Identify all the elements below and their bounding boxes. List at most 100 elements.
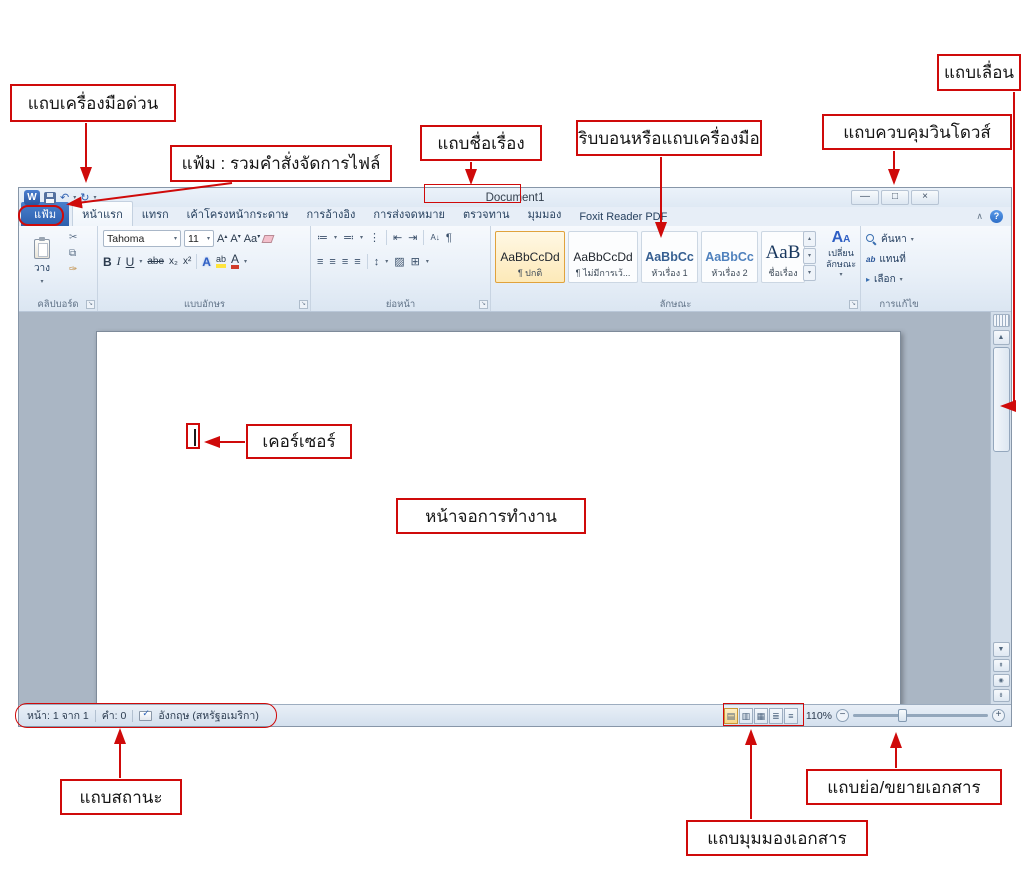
strikethrough-button[interactable]: abe <box>147 256 165 267</box>
borders-icon[interactable]: ⊞ <box>410 256 420 268</box>
draft-view-icon[interactable]: ≡ <box>783 707 798 724</box>
underline-dropdown-icon[interactable]: ▾ <box>139 259 143 265</box>
text-effects-button[interactable]: A <box>202 254 211 269</box>
clipboard-dialog-launcher-icon[interactable]: ↘ <box>86 300 95 309</box>
multilevel-list-icon[interactable]: ⋮ <box>369 232 381 244</box>
align-left-icon[interactable]: ≡ <box>317 255 324 268</box>
styles-more-icon[interactable]: ▾ <box>803 265 816 281</box>
italic-button[interactable]: I <box>116 254 121 268</box>
word-count[interactable]: คำ: 0 <box>101 710 127 722</box>
justify-icon[interactable]: ≡ <box>354 255 361 268</box>
font-dialog-launcher-icon[interactable]: ↘ <box>299 300 308 309</box>
page-count[interactable]: หน้า: 1 จาก 1 <box>27 710 89 722</box>
font-family-combobox[interactable]: Tahoma ▾ <box>103 230 181 247</box>
pilcrow-icon[interactable]: ¶ <box>445 231 452 244</box>
vertical-scrollbar[interactable]: ▲ ▼ ⇞ ◉ ⇟ <box>990 312 1011 706</box>
word-logo-icon[interactable]: W <box>24 190 40 205</box>
scrollbar-thumb[interactable] <box>992 347 1010 452</box>
paste-dropdown-icon[interactable]: ▾ <box>40 279 44 285</box>
tab-review[interactable]: ตรวจทาน <box>462 209 510 221</box>
font-color-dropdown-icon[interactable]: ▾ <box>243 259 247 265</box>
borders-dropdown-icon[interactable]: ▾ <box>425 259 429 265</box>
bold-button[interactable]: B <box>103 254 112 269</box>
change-case-button[interactable]: Aa▾ <box>243 232 261 245</box>
line-spacing-dropdown-icon[interactable]: ▾ <box>385 259 389 265</box>
redo-icon[interactable]: ↻ <box>80 191 90 204</box>
format-painter-icon[interactable]: ✑ <box>69 264 78 275</box>
styles-scroll-up-icon[interactable]: ▴ <box>803 231 816 247</box>
numbering-icon[interactable]: ≕ <box>343 232 355 244</box>
previous-page-icon[interactable]: ⇞ <box>992 659 1010 672</box>
undo-icon[interactable]: ↶ <box>60 191 70 204</box>
align-center-icon[interactable]: ≡ <box>329 255 336 268</box>
style-title[interactable]: AaB ชื่อเรื่อง <box>761 231 805 283</box>
style-no-spacing[interactable]: AaBbCcDd ¶ ไม่มีการเว้... <box>568 231 638 283</box>
scroll-up-icon[interactable]: ▲ <box>992 330 1010 345</box>
decrease-indent-icon[interactable]: ⇤ <box>393 232 403 244</box>
line-spacing-icon[interactable]: ↕ <box>373 255 380 268</box>
superscript-button[interactable]: x² <box>182 256 192 267</box>
styles-dialog-launcher-icon[interactable]: ↘ <box>849 300 858 309</box>
web-layout-view-icon[interactable]: ▦ <box>753 707 768 724</box>
spellcheck-icon[interactable]: ✓ <box>139 708 153 721</box>
grow-font-button[interactable]: A▴ <box>217 232 228 245</box>
customize-qat-icon[interactable]: ▾ <box>93 195 97 201</box>
zoom-level[interactable]: 110% <box>805 709 832 722</box>
scroll-down-icon[interactable]: ▼ <box>992 642 1010 657</box>
save-icon[interactable] <box>44 191 56 204</box>
find-dropdown-icon[interactable]: ▾ <box>910 237 914 243</box>
fullscreen-reading-view-icon[interactable]: ▥ <box>738 707 753 724</box>
clear-formatting-icon[interactable] <box>261 234 275 243</box>
cut-icon[interactable]: ✂ <box>69 232 78 243</box>
style-heading1[interactable]: AaBbCc หัวเรื่อง 1 <box>641 231 698 283</box>
sort-icon[interactable]: A↓ <box>430 233 440 242</box>
minimize-button[interactable]: — <box>851 190 879 205</box>
close-button[interactable]: × <box>911 190 939 205</box>
find-button[interactable]: ค้นหา ▾ <box>866 232 914 247</box>
paste-button[interactable]: วาง ▾ <box>23 229 61 295</box>
select-dropdown-icon[interactable]: ▾ <box>899 277 903 283</box>
paragraph-dialog-launcher-icon[interactable]: ↘ <box>479 300 488 309</box>
font-color-button[interactable]: A <box>230 253 239 269</box>
subscript-button[interactable]: x₂ <box>169 256 178 267</box>
tab-mailings[interactable]: การส่งจดหมาย <box>373 209 445 221</box>
increase-indent-icon[interactable]: ⇥ <box>408 232 418 244</box>
zoom-slider[interactable] <box>853 709 988 722</box>
print-layout-view-icon[interactable]: ▤ <box>723 707 738 724</box>
font-family-dropdown-icon[interactable]: ▾ <box>173 236 177 242</box>
numbering-dropdown-icon[interactable]: ▾ <box>360 235 364 241</box>
language-indicator[interactable]: อังกฤษ (สหรัฐอเมริกา) <box>158 710 259 722</box>
collapse-ribbon-icon[interactable]: ∧ <box>976 211 983 221</box>
style-heading2[interactable]: AaBbCc หัวเรื่อง 2 <box>701 231 758 283</box>
undo-dropdown-icon[interactable]: ▾ <box>73 195 77 201</box>
styles-scroll-down-icon[interactable]: ▾ <box>803 248 816 264</box>
zoom-out-icon[interactable]: − <box>836 709 849 722</box>
change-styles-button[interactable]: AA เปลี่ยน ลักษณะ ▾ <box>822 230 860 281</box>
style-normal[interactable]: AaBbCcDd ¶ ปกติ <box>495 231 565 283</box>
tab-view[interactable]: มุมมอง <box>527 209 562 221</box>
browse-object-icon[interactable]: ◉ <box>992 674 1010 687</box>
shading-icon[interactable]: ▨ <box>394 256 405 268</box>
underline-button[interactable]: U <box>125 254 135 269</box>
help-icon[interactable]: ? <box>990 210 1003 223</box>
align-right-icon[interactable]: ≡ <box>341 255 349 268</box>
highlight-button[interactable]: ab <box>215 255 226 268</box>
change-styles-dropdown-icon[interactable]: ▾ <box>839 272 843 278</box>
font-size-combobox[interactable]: 11 ▾ <box>184 230 214 247</box>
select-button[interactable]: ▸ เลือก ▾ <box>866 272 903 287</box>
shrink-font-button[interactable]: A▾ <box>230 232 241 245</box>
next-page-icon[interactable]: ⇟ <box>992 689 1010 702</box>
bullets-icon[interactable]: ≔ <box>317 232 328 244</box>
maximize-button[interactable]: □ <box>881 190 909 205</box>
tab-foxit-pdf[interactable]: Foxit Reader PDF <box>579 211 668 223</box>
outline-view-icon[interactable]: ≣ <box>768 707 783 724</box>
tab-insert[interactable]: แทรก <box>141 209 169 221</box>
zoom-slider-thumb[interactable] <box>897 709 907 722</box>
zoom-in-icon[interactable]: + <box>992 709 1005 722</box>
copy-icon[interactable]: ⧉ <box>69 248 77 259</box>
tab-page-layout[interactable]: เค้าโครงหน้ากระดาษ <box>186 209 289 221</box>
ruler-toggle-icon[interactable] <box>992 314 1010 327</box>
bullets-dropdown-icon[interactable]: ▾ <box>334 235 338 241</box>
replace-button[interactable]: ab แทนที่ <box>866 252 906 267</box>
font-size-dropdown-icon[interactable]: ▾ <box>206 236 210 242</box>
